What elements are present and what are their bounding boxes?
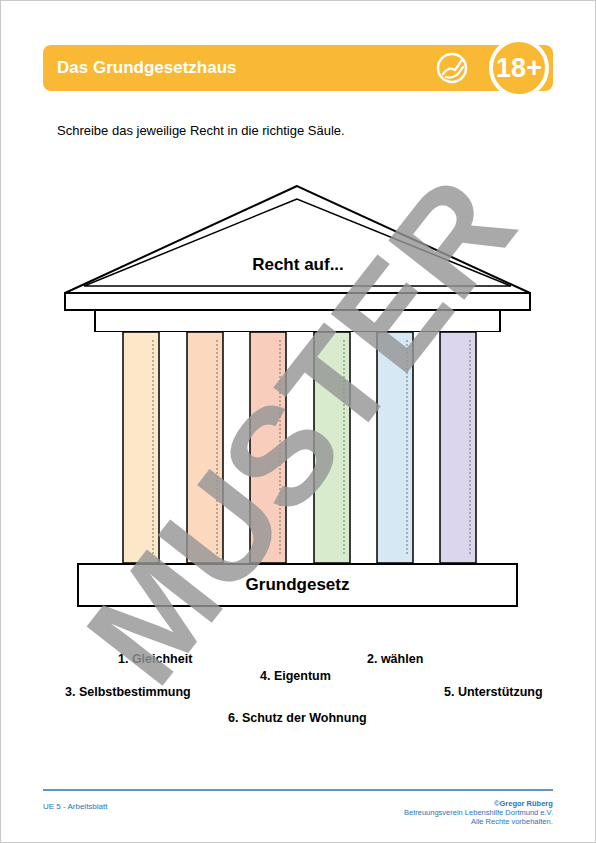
hand-icon (443, 60, 463, 78)
column-line (280, 340, 281, 556)
column-line (217, 340, 218, 556)
footer-credit: Betreuungsverein Lebenshilfe Dortmund e.… (404, 808, 553, 817)
column (187, 332, 223, 563)
instruction-text: Schreibe das jeweilige Recht in die rich… (57, 123, 345, 139)
roof-shape (95, 310, 500, 332)
temple-roof: Recht auf... (60, 180, 536, 332)
column (440, 332, 476, 563)
roof-shape (65, 293, 530, 310)
column (377, 332, 413, 563)
column-line (344, 340, 345, 556)
right-item: 2. wählen (367, 651, 423, 667)
hand-icon-ring (438, 54, 466, 82)
right-item: 1. Gleichheit (118, 651, 192, 667)
roof-shape (65, 186, 530, 293)
right-item: 3. Selbstbestimmung (65, 684, 191, 700)
right-item: 5. Unterstützung (444, 684, 543, 700)
columns (123, 332, 476, 563)
header-band (43, 45, 553, 91)
footer-credit: Alle Rechte vorbehalten. (471, 817, 553, 826)
watermark: MUSTER (50, 144, 552, 718)
column-line (470, 340, 471, 556)
roof-label: Recht auf... (60, 254, 536, 276)
badge-text: 18+ (496, 53, 542, 83)
column-line (153, 340, 154, 556)
base-label: Grundgesetz (246, 574, 350, 596)
column (123, 332, 159, 563)
footer-credit: ©Gregor Rüberg (494, 799, 553, 808)
footer-text: UE 5 - Arbeitsblatt (43, 802, 107, 812)
column-line (407, 340, 408, 556)
page-title: Das Grundgesetzhaus (57, 57, 237, 79)
age-badge: 18+ (489, 38, 549, 98)
column (314, 332, 350, 563)
footer-rule (43, 789, 553, 791)
right-item: 4. Eigentum (260, 668, 331, 684)
temple-base: Grundgesetz (77, 563, 518, 607)
right-item: 6. Schutz der Wohnung (228, 710, 367, 726)
column (250, 332, 286, 563)
